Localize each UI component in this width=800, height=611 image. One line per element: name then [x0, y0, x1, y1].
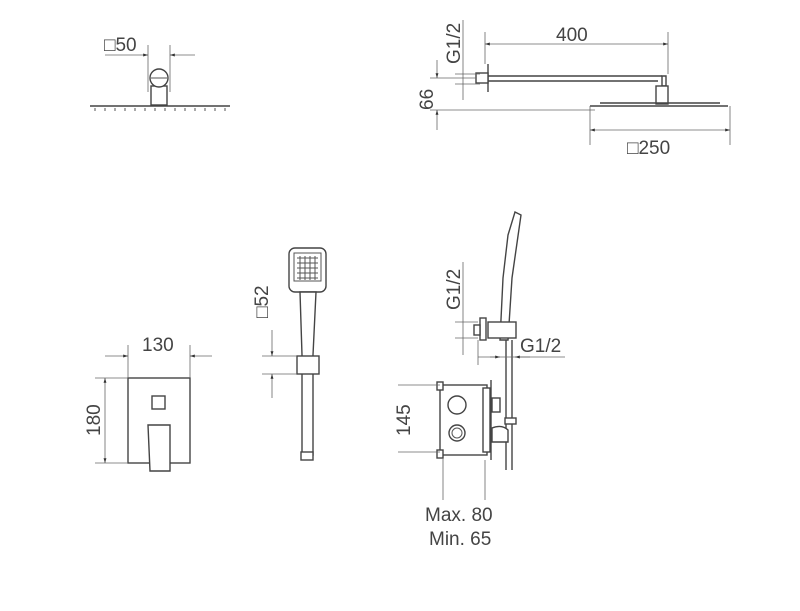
dim-depth-max: Max. 80: [425, 505, 493, 526]
dim-head-square: □250: [627, 138, 670, 159]
hand-shower-front-view: □52: [252, 247, 327, 461]
mixer-cover-plate: 130 180: [84, 335, 212, 472]
dim-hand-shower-square: □52: [252, 285, 273, 318]
concealed-box-side-view: G1/2 G1/2 145 Max. 80 Min. 65: [394, 211, 565, 550]
dim-head-connector-square: □50: [104, 35, 137, 56]
shower-head-front-view: □50: [90, 35, 230, 111]
dim-outlet-thread-horizontal: G1/2: [520, 336, 561, 357]
dim-plate-height: 180: [84, 404, 105, 436]
dim-arm-thread: G1/2: [444, 23, 465, 64]
dim-arm-length: 400: [556, 25, 588, 46]
dim-outlet-thread-vertical: G1/2: [444, 269, 465, 310]
dim-plate-width: 130: [142, 335, 174, 356]
dim-box-height: 145: [394, 404, 415, 436]
shower-arm-side-view: 400 G1/2 66 □250: [417, 20, 731, 159]
dim-depth-min: Min. 65: [429, 529, 491, 550]
dim-arm-height: 66: [417, 89, 438, 110]
